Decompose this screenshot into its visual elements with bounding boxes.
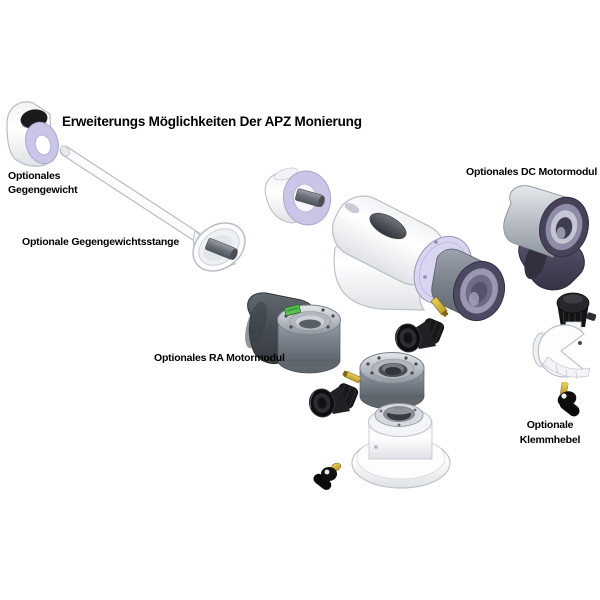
clamp-lever-small-illustration — [313, 462, 342, 490]
counterweight-shaft-illustration — [59, 145, 246, 272]
slow-motion-knob-lower-illustration — [308, 383, 359, 418]
label-dc-motor-module: Optionales DC Motormodul — [466, 166, 598, 178]
dc-motor-module-illustration — [503, 185, 589, 291]
label-clamp-lever-line1: Optionale — [526, 419, 574, 431]
slow-motion-knob-upper-illustration — [394, 318, 445, 353]
label-clamp-lever: Optionale Klemmhebel — [505, 418, 595, 448]
counterweight-illustration — [6, 101, 59, 167]
clamp-ring-illustration — [431, 248, 506, 322]
label-counterweight-shaft: Optionale Gegengewichtsstange — [22, 236, 179, 248]
label-ra-motor-module: Optionales RA Motormodul — [154, 352, 285, 364]
label-counterweight-line2: Gegengewicht — [8, 183, 78, 196]
label-counterweight-line1: Optionales — [8, 170, 61, 182]
ra-display-green — [284, 304, 301, 317]
label-counterweight: Optionales Gegengewicht — [8, 170, 78, 197]
azimuth-housing-illustration — [342, 352, 425, 410]
clamp-assembly-illustration — [532, 321, 591, 380]
label-clamp-lever-line2: Klemmhebel — [519, 434, 581, 446]
base-illustration — [351, 403, 451, 489]
cone-adapter-illustration — [264, 167, 332, 226]
diagram-title: Erweiterungs Möglichkeiten Der APZ Monie… — [62, 114, 362, 129]
clamp-lever-right-illustration — [557, 381, 580, 417]
ra-motor-module-illustration — [245, 292, 341, 374]
